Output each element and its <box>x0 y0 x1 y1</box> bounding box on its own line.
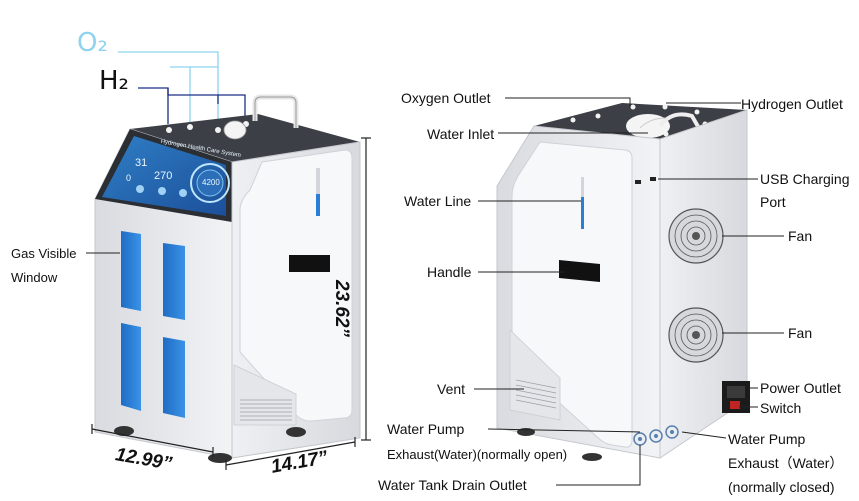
water-inlet-cap <box>223 120 247 140</box>
label-oxygen-outlet: Oxygen Outlet <box>401 90 491 106</box>
pipe <box>658 112 702 131</box>
callout-lines <box>86 97 784 486</box>
wheel <box>286 427 306 437</box>
gas-visible-windows <box>121 231 185 418</box>
vent-grille <box>240 399 292 421</box>
usb-port <box>635 180 641 184</box>
side-cutout <box>239 149 353 422</box>
port <box>166 127 172 133</box>
h2-line <box>138 87 246 124</box>
label-drain-outlet: Water Tank Drain Outlet <box>378 477 527 493</box>
screen-value-b: 270 <box>154 170 173 182</box>
fan-top <box>668 208 724 264</box>
machine-front-view <box>94 51 361 463</box>
screen-value-a: 31 <box>135 157 148 169</box>
label-switch: Switch <box>760 400 802 416</box>
o2-label: O₂ <box>77 28 108 58</box>
label-vent: Vent <box>437 381 466 397</box>
label-water-inlet: Water Inlet <box>427 126 495 142</box>
label-handle: Handle <box>427 264 472 280</box>
label-pump-open-line2: Exhaust(Water)(normally open) <box>387 447 568 462</box>
water-level-line-back <box>581 197 584 229</box>
side-handle-back <box>559 260 600 282</box>
label-fan-top: Fan <box>788 228 813 244</box>
label-water-line: Water Line <box>404 193 472 209</box>
label-pump-closed-line2: Exhaust（Water） <box>728 455 844 471</box>
side-handle <box>289 255 330 272</box>
water-level-line <box>316 194 320 216</box>
dimension-height: 23.62” <box>331 280 352 338</box>
usb-port <box>650 177 656 181</box>
port <box>187 124 193 130</box>
vent-back <box>509 329 561 421</box>
power-switch <box>730 401 740 409</box>
screen-gauge-value: 4200 <box>202 178 220 187</box>
gas-window-label-line2: Window <box>11 270 58 285</box>
water-inlet-cap-back <box>626 114 670 138</box>
fan-bottom <box>668 307 724 363</box>
drain-fittings <box>633 425 679 446</box>
wheel <box>208 453 232 463</box>
screen-gauge <box>190 163 230 203</box>
label-power-outlet: Power Outlet <box>760 380 841 396</box>
h2-label: H₂ <box>99 66 129 96</box>
label-usb-line1: USB Charging <box>760 171 850 187</box>
label-pump-open-line1: Water Pump <box>387 421 465 437</box>
label-usb-line2: Port <box>760 194 786 210</box>
port <box>215 127 221 133</box>
wheel <box>114 426 134 436</box>
label-pump-closed-line3: (normally closed) <box>728 479 835 495</box>
label-hydrogen-outlet: Hydrogen Outlet <box>741 96 843 112</box>
screen-value-c: 0 <box>126 173 132 183</box>
gas-window-label-line1: Gas Visible <box>11 246 77 261</box>
label-fan-bottom: Fan <box>788 325 813 341</box>
machine-back-view <box>496 103 750 461</box>
label-pump-closed-line1: Water Pump <box>728 431 806 447</box>
dimension-lines <box>91 137 371 470</box>
